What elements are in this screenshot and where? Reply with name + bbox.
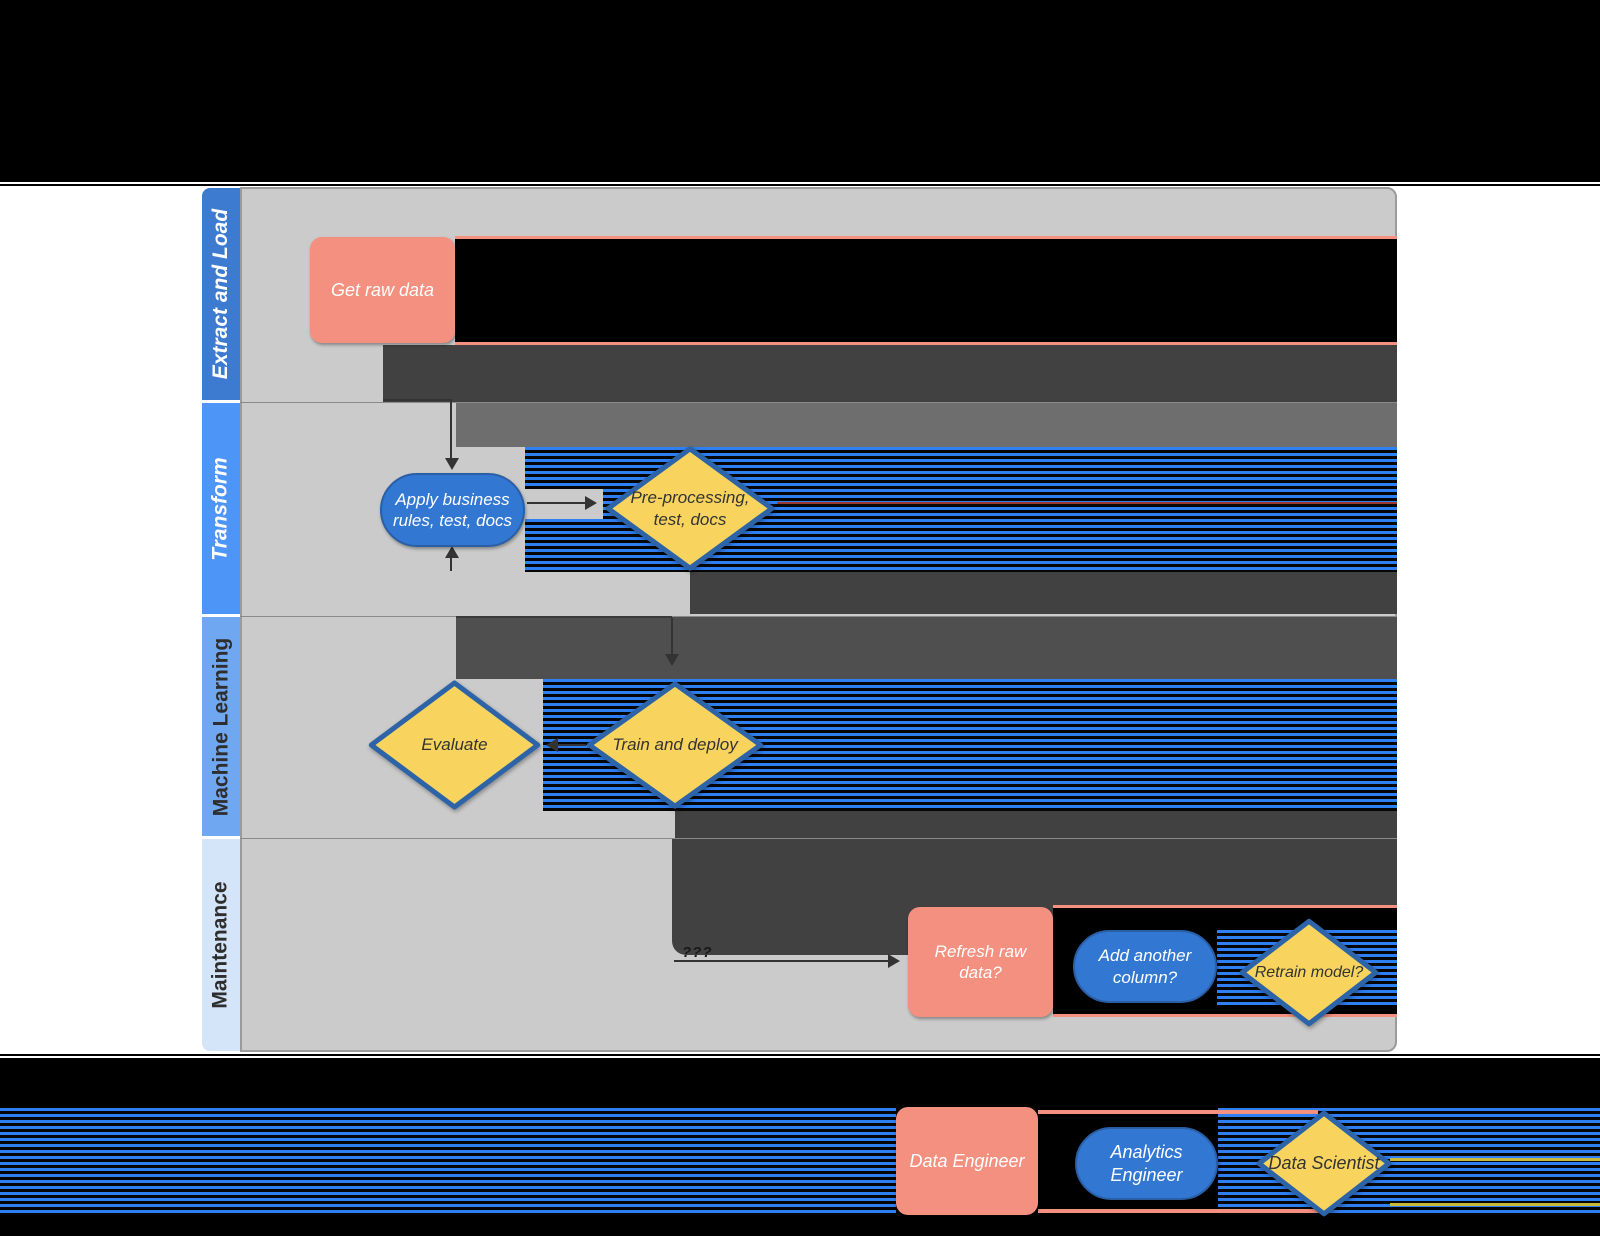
lane-header-transform: Transform bbox=[202, 403, 240, 614]
node-label: Retrain model? bbox=[1254, 963, 1364, 981]
node-label: Train and deploy bbox=[612, 735, 738, 755]
glitch-salmon-line bbox=[455, 236, 1397, 239]
arrowhead-left-icon bbox=[546, 738, 558, 752]
diamond-icon bbox=[584, 680, 766, 810]
legend-data-engineer: Data Engineer bbox=[896, 1107, 1038, 1215]
lane-header-maintenance: Maintenance bbox=[202, 839, 240, 1051]
node-label: Refresh raw data? bbox=[934, 941, 1027, 982]
legend-label: Data Engineer bbox=[909, 1150, 1025, 1171]
node-label: Evaluate bbox=[421, 735, 488, 755]
connector-preprocessing-to-train bbox=[456, 616, 672, 618]
glitch-charcoal-band bbox=[383, 345, 1397, 402]
glitch-blue-stripes bbox=[0, 1108, 896, 1215]
lane-divider bbox=[240, 402, 1397, 403]
connector-label: ??? bbox=[682, 944, 713, 961]
glitch-yellow-line bbox=[1390, 1203, 1600, 1206]
connector-getraw-to-apply bbox=[383, 399, 452, 401]
lane-header-extract-and-load: Extract and Load bbox=[202, 188, 240, 400]
node-label: Get raw data bbox=[330, 279, 435, 300]
arrowhead-right-icon bbox=[585, 496, 597, 510]
legend-data-scientist: Data Scientist bbox=[1255, 1110, 1393, 1217]
glitch-salmon-line bbox=[1053, 1014, 1397, 1017]
node-label: Pre-processing, test, docs bbox=[630, 488, 750, 529]
glitch-salmon-line bbox=[1038, 1209, 1318, 1213]
top-black-band bbox=[0, 0, 1600, 182]
node-get-raw-data: Get raw data bbox=[310, 237, 455, 343]
top-glitch-line bbox=[0, 184, 1600, 186]
node-add-another-column: Add another column? bbox=[1073, 930, 1217, 1003]
lane-label: Transform bbox=[209, 456, 233, 561]
lane-label: Extract and Load bbox=[209, 208, 232, 380]
lane-label: Machine Learning bbox=[209, 637, 232, 816]
glitch-red-line bbox=[777, 502, 1397, 504]
glitch-black-band bbox=[455, 239, 1397, 342]
connector-apply-to-preprocessing bbox=[527, 502, 587, 504]
node-label: Add another column? bbox=[1098, 946, 1192, 987]
node-retrain-model: Retrain model? bbox=[1238, 918, 1380, 1027]
node-evaluate: Evaluate bbox=[366, 679, 543, 811]
connector-train-to-evaluate bbox=[558, 744, 586, 746]
connector-train-to-refresh bbox=[674, 960, 890, 962]
legend-label: Data Scientist bbox=[1268, 1153, 1380, 1174]
bottom-glitch-line bbox=[0, 1054, 1600, 1056]
glitch-salmon-line bbox=[1038, 1110, 1318, 1114]
glitch-charcoal-band bbox=[690, 572, 1397, 614]
glitch-salmon-line bbox=[455, 342, 1397, 345]
glitch-gray-band bbox=[456, 403, 1397, 447]
diamond-icon bbox=[1238, 918, 1380, 1027]
lane-divider bbox=[240, 616, 1397, 617]
node-train-and-deploy: Train and deploy bbox=[584, 680, 766, 810]
arrowhead-down-icon bbox=[665, 654, 679, 666]
glitch-dark-band bbox=[456, 617, 1397, 679]
glitch-charcoal-band bbox=[675, 811, 1397, 838]
connector-getraw-to-apply bbox=[450, 400, 452, 458]
diamond-icon bbox=[603, 445, 777, 572]
lane-divider bbox=[240, 838, 1397, 839]
legend-analytics-engineer: Analytics Engineer bbox=[1075, 1127, 1218, 1200]
node-apply-business-rules: Apply business rules, test, docs bbox=[380, 473, 525, 547]
glitch-yellow-line bbox=[1390, 1158, 1600, 1161]
node-refresh-raw-data: Refresh raw data? bbox=[908, 907, 1053, 1017]
diamond-icon bbox=[1255, 1110, 1393, 1217]
glitch-salmon-line bbox=[1053, 905, 1397, 908]
diamond-icon bbox=[366, 679, 543, 811]
arrowhead-down-icon bbox=[445, 458, 459, 470]
arrowhead-right-icon bbox=[888, 954, 900, 968]
lane-label: Maintenance bbox=[209, 881, 233, 1009]
legend-label: Analytics Engineer bbox=[1110, 1142, 1183, 1185]
node-label: Apply business rules, test, docs bbox=[392, 489, 513, 530]
arrowhead-up-icon bbox=[445, 546, 459, 558]
lane-header-machine-learning: Machine Learning bbox=[202, 617, 240, 836]
connector-preprocessing-to-train bbox=[671, 618, 673, 656]
node-preprocessing: Pre-processing, test, docs bbox=[603, 445, 777, 572]
connector-loopback-stub bbox=[450, 558, 452, 571]
